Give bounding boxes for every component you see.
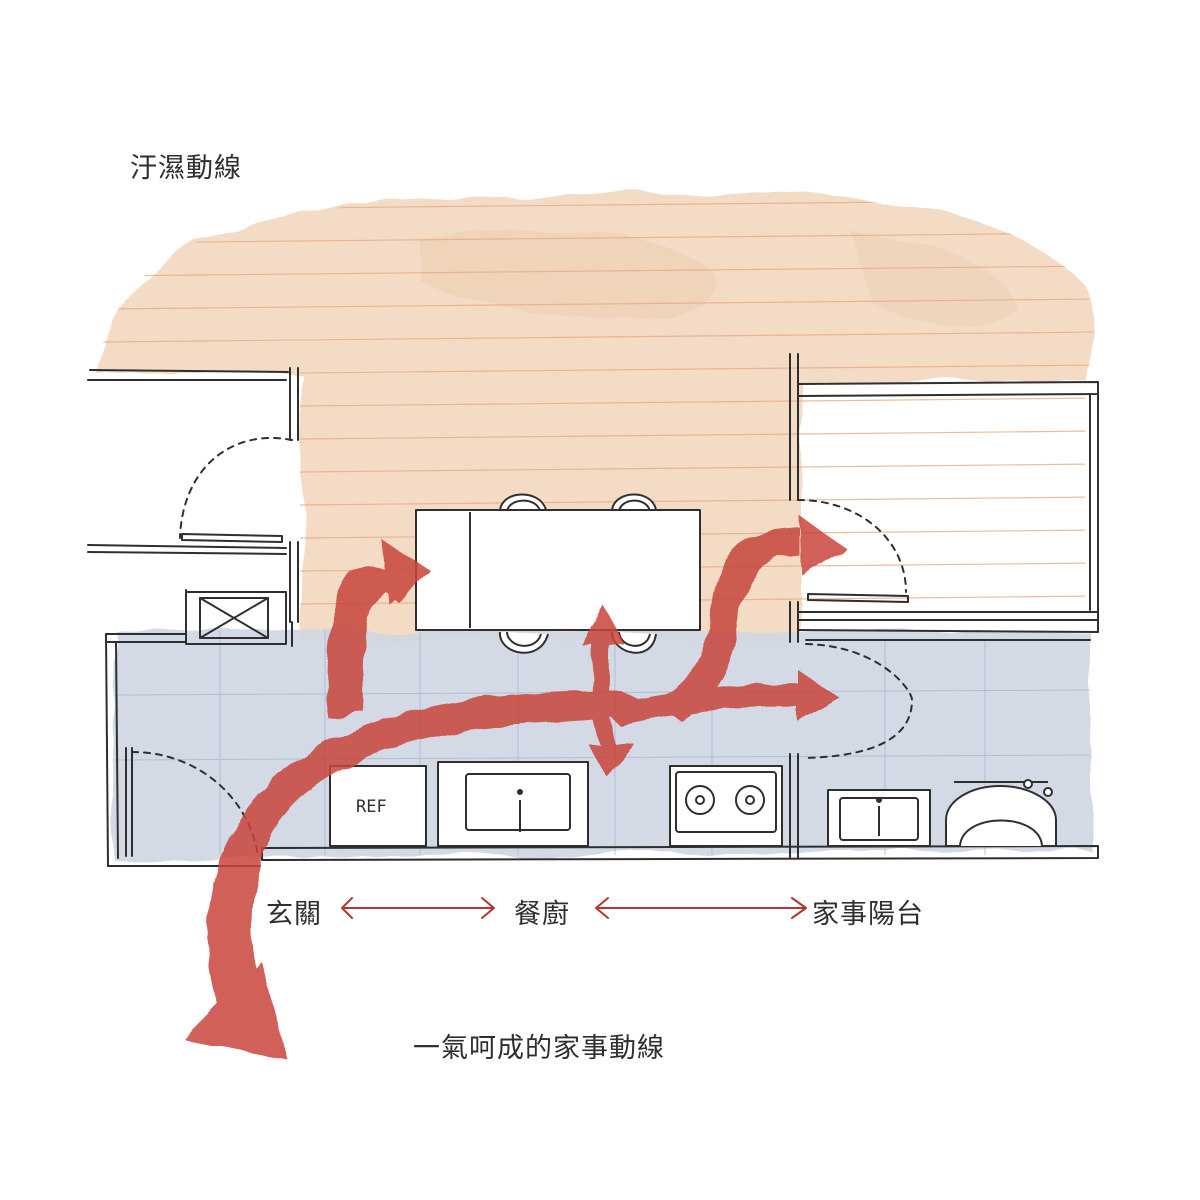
flow-branch-lower-right [600,683,800,726]
wet-zone-mottle-2 [850,230,1020,329]
washing-machine-door [959,819,1043,847]
flow-branch-kitchen-head [588,744,634,776]
chair-bottom-left-inner [506,631,542,647]
wall-left-post [289,367,299,441]
duct-shaft-inner [199,597,269,639]
flow-arrows [185,516,846,1060]
flow-branch-upper-right-head [800,516,846,576]
wall-left-door-swing [179,437,293,539]
burner-left-inner [695,795,705,805]
wall-corridor-top [105,633,187,643]
connector-dining-balcony [595,897,807,919]
washer-dial-icon [1023,779,1033,789]
wet-zone-title: 汙濕動線 [130,153,242,184]
kitchen-sink-basin [465,773,571,831]
flow-branch-table [326,560,428,720]
dining-table [415,509,701,631]
flow-branch-upper-right [650,528,800,720]
label-dining-kitchen: 餐廚 [514,899,570,930]
flow-main-arrowhead [185,962,288,1060]
fridge [329,765,427,847]
sink-drain-icon [517,789,523,795]
flow-branch-kitchen [592,716,616,748]
wall-corridor-left [105,633,119,867]
wall-left-door-leaf [181,533,283,543]
connector-entry-dining [341,897,495,919]
wall-left-upper [87,369,289,381]
wall-right-top [797,381,1099,397]
wall-right-lower-top [797,629,1099,641]
label-entry: 玄關 [266,899,322,930]
fridge-label: REF [356,797,387,817]
wall-duct-side [185,589,293,647]
flow-branch-chair [590,640,610,712]
wall-right-post-low [789,753,799,859]
wall-right-post-top [789,353,799,501]
flow-branch-table-head [382,540,430,604]
furniture [329,493,1057,847]
wall-right-post-mid [789,601,799,643]
wet-zone-cloud [95,192,1094,640]
wall-right-side [1089,393,1099,633]
wall-left-mid [87,544,287,555]
flow-title: 一氣呵成的家事動線 [413,1033,665,1064]
flow-branch-chair-head [582,606,626,646]
entry-door-leaf [125,747,133,857]
wall-left-post-2 [289,541,299,623]
duct-shaft-cross [199,597,269,639]
burner-right-inner [745,795,755,805]
wet-zone-mottle [420,229,713,322]
wall-right-door-swing [797,499,907,593]
wall-right-lower-swing [805,643,913,759]
label-connectors [341,897,807,919]
wall-right-mid [797,611,1099,621]
flow-branch-lower-right-head [798,670,840,722]
utility-drain-icon [876,797,882,803]
washer-dial-icon-2 [1043,787,1053,797]
wall-right-door-leaf [807,593,909,603]
label-utility-balcony: 家事陽台 [812,899,924,930]
flow-main-sweep [208,690,640,1030]
